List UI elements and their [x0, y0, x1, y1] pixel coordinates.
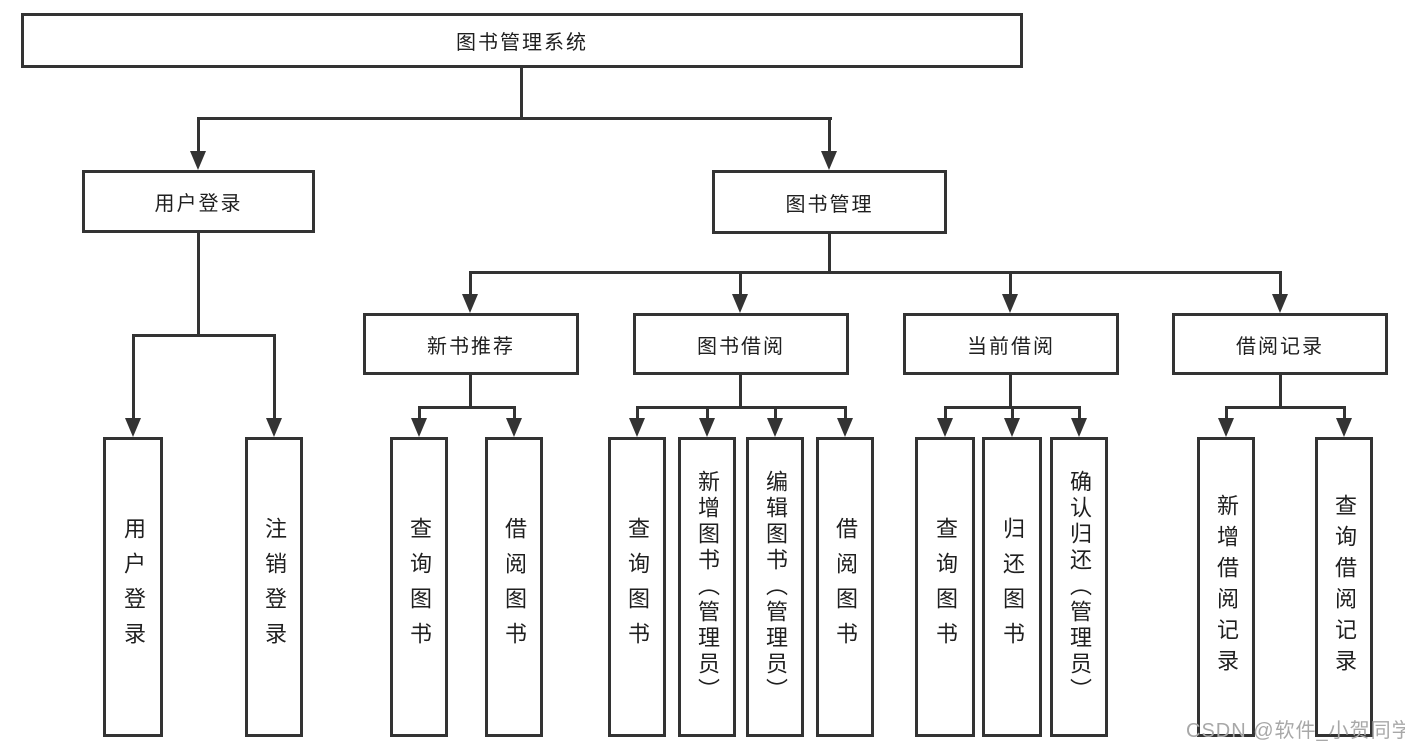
node-new-book-recommend: 新书推荐 — [363, 313, 579, 375]
leaf-user-login: 用户登录 — [103, 437, 163, 737]
node-borrowing-records: 借阅记录 — [1172, 313, 1388, 375]
connector-line — [197, 117, 200, 153]
connector-line — [944, 406, 947, 420]
arrow-down-icon — [190, 151, 206, 170]
connector-line — [197, 117, 832, 120]
arrow-down-icon — [732, 294, 748, 313]
arrow-down-icon — [1004, 418, 1020, 437]
connector-line — [273, 334, 276, 420]
connector-line — [1279, 271, 1282, 297]
connector-line — [469, 271, 1282, 274]
connector-line — [132, 334, 135, 420]
arrow-down-icon — [125, 418, 141, 437]
connector-line — [1011, 406, 1014, 420]
arrow-down-icon — [767, 418, 783, 437]
connector-line — [520, 68, 523, 118]
arrow-down-icon — [699, 418, 715, 437]
connector-line — [132, 334, 276, 337]
arrow-down-icon — [411, 418, 427, 437]
leaf-add-books-admin: 新增图书（管理员） — [678, 437, 736, 737]
connector-line — [1343, 406, 1346, 420]
connector-line — [828, 234, 831, 274]
connector-line — [1009, 271, 1012, 297]
leaf-confirm-return-admin: 确认归还（管理员） — [1050, 437, 1108, 737]
leaf-return-books: 归还图书 — [982, 437, 1042, 737]
connector-line — [197, 233, 200, 337]
connector-line — [1279, 375, 1282, 409]
connector-line — [1078, 406, 1081, 420]
leaf-borrow-books: 借阅图书 — [816, 437, 874, 737]
connector-line — [1225, 406, 1228, 420]
leaf-edit-books-admin: 编辑图书（管理员） — [746, 437, 804, 737]
leaf-query-books-recommend: 查询图书 — [390, 437, 448, 737]
node-user-login: 用户登录 — [82, 170, 315, 233]
connector-line — [844, 406, 847, 420]
leaf-query-books-borrowing: 查询图书 — [608, 437, 666, 737]
arrow-down-icon — [837, 418, 853, 437]
connector-line — [418, 406, 421, 420]
node-current-borrowing: 当前借阅 — [903, 313, 1119, 375]
connector-line — [739, 375, 742, 409]
leaf-borrow-books-recommend: 借阅图书 — [485, 437, 543, 737]
leaf-query-borrow-record: 查询借阅记录 — [1315, 437, 1373, 737]
arrow-down-icon — [506, 418, 522, 437]
connector-line — [828, 117, 831, 153]
connector-line — [1009, 375, 1012, 409]
csdn-watermark: CSDN @软件_小贺同学 — [1186, 720, 1405, 742]
arrow-down-icon — [821, 151, 837, 170]
connector-line — [636, 406, 639, 420]
connector-line — [636, 406, 847, 409]
arrow-down-icon — [1002, 294, 1018, 313]
connector-line — [739, 271, 742, 297]
connector-line — [513, 406, 516, 420]
arrow-down-icon — [1218, 418, 1234, 437]
node-book-management: 图书管理 — [712, 170, 947, 234]
connector-line — [469, 375, 472, 409]
node-book-borrowing: 图书借阅 — [633, 313, 849, 375]
connector-line — [469, 271, 472, 297]
leaf-logout: 注销登录 — [245, 437, 303, 737]
leaf-add-borrow-record: 新增借阅记录 — [1197, 437, 1255, 737]
arrow-down-icon — [266, 418, 282, 437]
leaf-query-books-current: 查询图书 — [915, 437, 975, 737]
arrow-down-icon — [1336, 418, 1352, 437]
connector-line — [418, 406, 516, 409]
arrow-down-icon — [462, 294, 478, 313]
connector-line — [706, 406, 709, 420]
arrow-down-icon — [629, 418, 645, 437]
connector-line — [774, 406, 777, 420]
connector-line — [1225, 406, 1346, 409]
arrow-down-icon — [1071, 418, 1087, 437]
node-library-system-root: 图书管理系统 — [21, 13, 1023, 68]
arrow-down-icon — [1272, 294, 1288, 313]
arrow-down-icon — [937, 418, 953, 437]
